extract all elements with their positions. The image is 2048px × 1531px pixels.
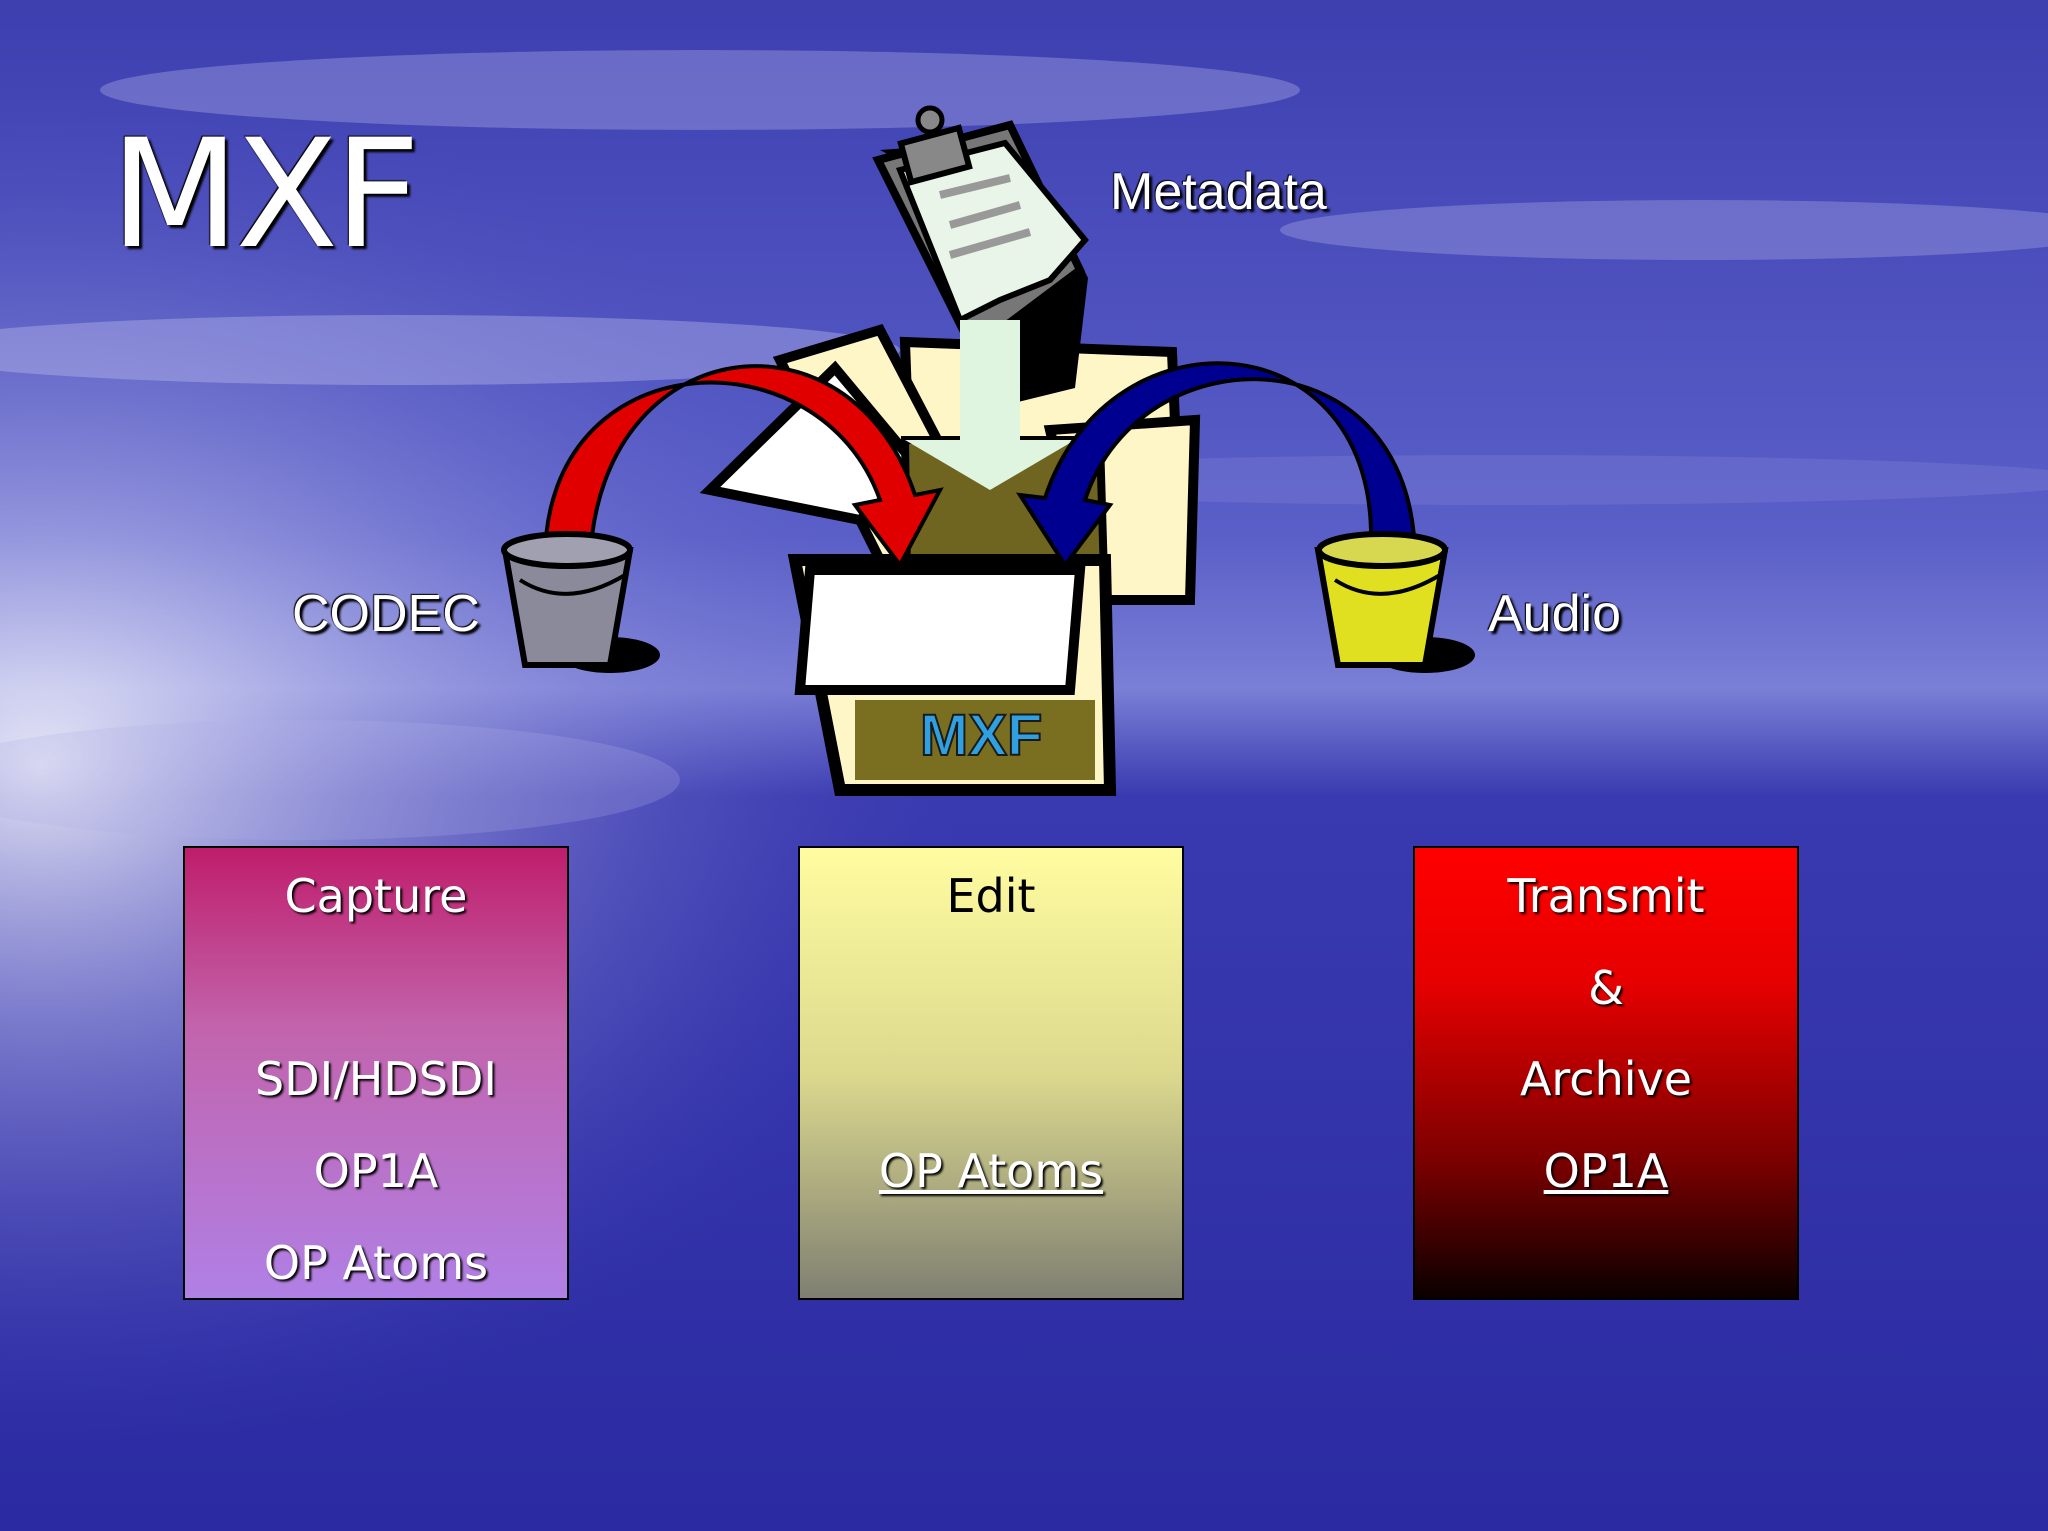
edit-heading: Edit bbox=[946, 869, 1036, 923]
capture-line-sdi: SDI/HDSDI bbox=[255, 1052, 497, 1106]
box-mxf-logo: MXF bbox=[920, 703, 1042, 768]
transmit-box: Transmit & Archive OP1A bbox=[1413, 846, 1799, 1300]
metadata-arrow bbox=[905, 320, 1075, 490]
capture-box: Capture SDI/HDSDI OP1A OP Atoms bbox=[183, 846, 569, 1300]
metadata-label: Metadata bbox=[1110, 163, 1327, 221]
codec-arrow bbox=[542, 364, 944, 569]
transmit-line-op1a[interactable]: OP1A bbox=[1543, 1144, 1669, 1198]
clipboard-icon bbox=[872, 105, 1089, 406]
slide-title: MXF bbox=[110, 108, 420, 282]
capture-line-op1a: OP1A bbox=[313, 1144, 439, 1198]
codec-bucket-icon bbox=[501, 531, 660, 673]
transmit-heading: Transmit bbox=[1507, 869, 1705, 923]
codec-label: CODEC bbox=[292, 585, 480, 643]
audio-label: Audio bbox=[1488, 585, 1621, 643]
transmit-line-ampersand: & bbox=[1588, 961, 1624, 1015]
edit-box: Edit OP Atoms bbox=[798, 846, 1184, 1300]
audio-bucket-icon bbox=[1314, 531, 1475, 673]
edit-line-op-atoms[interactable]: OP Atoms bbox=[878, 1144, 1104, 1198]
capture-line-op-atoms: OP Atoms bbox=[263, 1236, 489, 1290]
audio-arrow bbox=[1016, 361, 1418, 569]
transmit-line-archive: Archive bbox=[1519, 1052, 1693, 1106]
capture-heading: Capture bbox=[284, 869, 468, 923]
